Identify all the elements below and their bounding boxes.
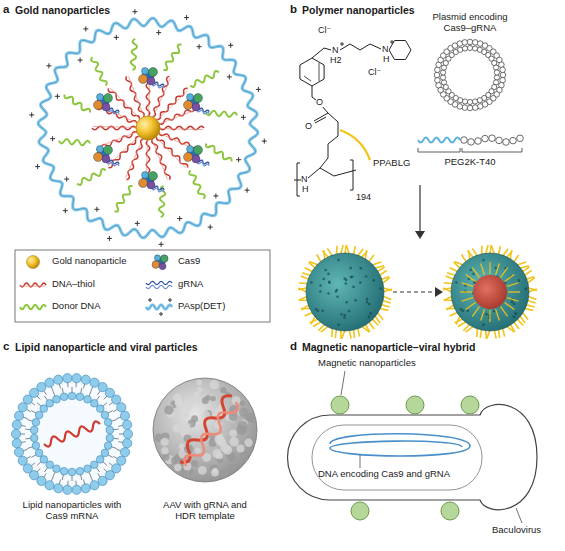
- legend-entry: Cas9: [178, 256, 200, 267]
- legend-entry: Gold nanoparticle: [52, 256, 126, 267]
- atom-label: H: [302, 185, 309, 194]
- panel-title: Polymer nanoparticles: [302, 4, 415, 16]
- legend-entry: gRNA: [178, 279, 203, 290]
- dashed-arrow: [393, 287, 443, 297]
- component-label: Magnetic nanoparticles: [318, 358, 416, 369]
- atom-label: H: [383, 55, 390, 64]
- panel-letter: b: [290, 3, 297, 16]
- panel-title: Magnetic nanoparticle–viral hybrid: [302, 341, 475, 353]
- component-label: Lipid nanoparticles with Cas9 mRNA: [12, 500, 132, 522]
- ion-label: Cl⁻: [318, 26, 331, 35]
- component-label: DNA encoding Cas9 and gRNA: [318, 469, 450, 480]
- atom-label: O: [316, 98, 323, 107]
- aav-particle: [153, 378, 257, 482]
- repeat-count: 194: [356, 193, 371, 202]
- ion-label: Cl⁻: [368, 68, 381, 77]
- panel-title: Gold nanoparticles: [15, 4, 110, 16]
- atom-label: N: [301, 175, 308, 184]
- panel-letter: a: [3, 3, 9, 16]
- component-label: Baculovirus: [492, 525, 541, 536]
- legend-box: [15, 250, 270, 322]
- polyplex-micelle: [443, 245, 537, 339]
- legend-entry: Donor DNA: [52, 301, 101, 312]
- panel-letter: c: [3, 340, 9, 353]
- plasmid: [434, 39, 506, 111]
- chemical-structure: [294, 40, 411, 196]
- legend-entry: DNA–thiol: [52, 279, 95, 290]
- polymer-name: PPABLG: [373, 158, 410, 169]
- component-label: Plasmid encoding Cas9–gRNA: [424, 12, 516, 34]
- atom-label: H2: [330, 56, 342, 65]
- peg-strand: [418, 135, 523, 152]
- component-label: AAV with gRNA and HDR template: [155, 500, 255, 522]
- magnetic-nanoparticles: [331, 371, 479, 520]
- lipid-nanoparticle: [11, 374, 132, 495]
- atom-label: N: [382, 45, 389, 54]
- process-arrow: [415, 185, 425, 239]
- panel-letter: d: [290, 340, 297, 353]
- panel-title: Lipid nanoparticle and viral particles: [15, 341, 198, 353]
- polymer-micelle: [298, 245, 392, 339]
- legend-entry: PAsp(DET): [178, 301, 225, 312]
- atom-label: O: [305, 122, 312, 131]
- component-label: PEG2K-T40: [430, 157, 510, 168]
- gold-nanoparticle-assembly: [29, 9, 267, 247]
- atom-label: N: [332, 46, 339, 55]
- baculovirus: [288, 405, 538, 523]
